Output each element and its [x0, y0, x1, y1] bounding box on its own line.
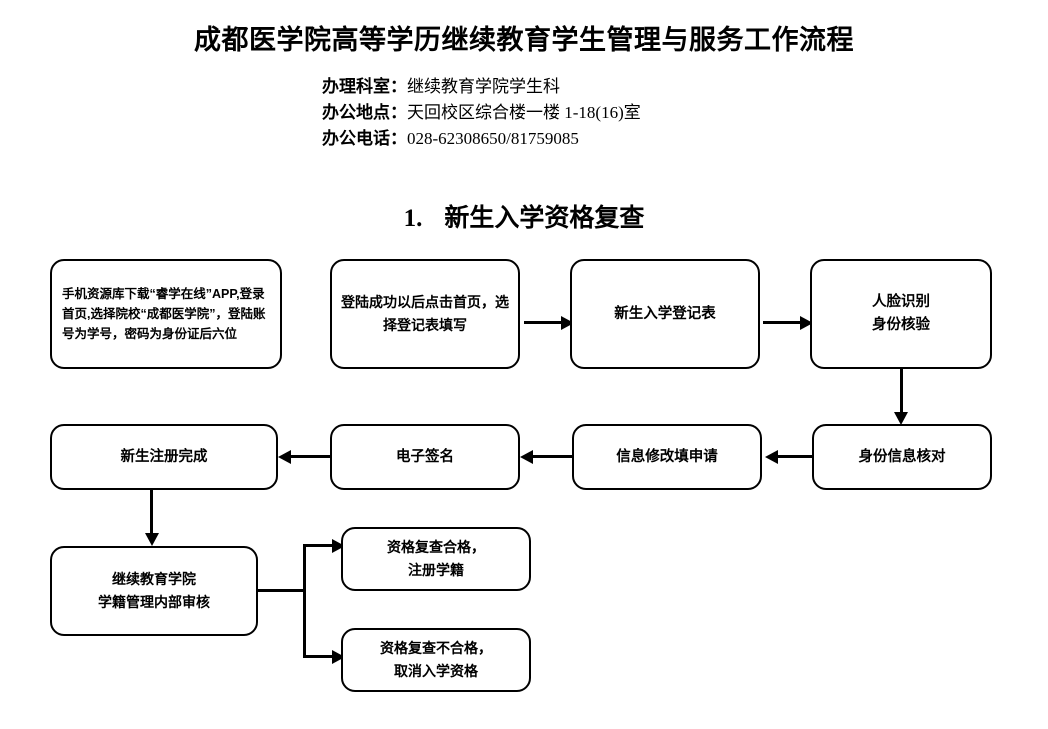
flow-node-electronic-signature[interactable]: 电子签名	[330, 424, 520, 490]
flow-node-review-failed[interactable]: 资格复查不合格， 取消入学资格	[341, 628, 531, 692]
flow-node-identity-check[interactable]: 身份信息核对	[812, 424, 992, 490]
flow-node-info-amend-request[interactable]: 信息修改填申请	[572, 424, 762, 490]
arrowhead-left	[520, 449, 533, 464]
office-info-block: 办理科室：继续教育学院学生科 办公地点：天回校区综合楼一楼 1-18(16)室 …	[322, 74, 641, 152]
connector-branch-fail	[303, 655, 335, 658]
flow-node-label: 人脸识别 身份核验	[872, 294, 930, 333]
connector-signature-to-complete	[285, 455, 330, 458]
flow-node-registration-form[interactable]: 新生入学登记表	[570, 259, 760, 369]
section-title: 新生入学资格复查	[444, 205, 645, 232]
flow-node-label: 新生注册完成	[120, 448, 208, 465]
info-value-phone: 028-62308650/81759085	[407, 129, 579, 148]
info-label-location: 办公地点：	[322, 103, 407, 122]
connector-verify-to-amend	[772, 455, 812, 458]
flow-node-label: 资格复查不合格， 取消入学资格	[380, 640, 492, 679]
info-row-department: 办理科室：继续教育学院学生科	[322, 74, 641, 100]
info-value-location: 天回校区综合楼一楼 1-18(16)室	[407, 103, 641, 122]
connector-complete-to-review	[150, 490, 153, 538]
page-title: 成都医学院高等学历继续教育学生管理与服务工作流程	[194, 25, 854, 55]
flow-node-label: 新生入学登记表	[614, 305, 716, 322]
flow-node-review-passed[interactable]: 资格复查合格， 注册学籍	[341, 527, 531, 591]
arrowhead-right	[800, 315, 813, 330]
info-row-location: 办公地点：天回校区综合楼一楼 1-18(16)室	[322, 100, 641, 126]
flow-node-label: 身份信息核对	[858, 448, 946, 465]
arrowhead-left	[765, 449, 778, 464]
section-number: 1.	[403, 205, 423, 232]
connector-amend-to-signature	[527, 455, 572, 458]
flow-node-label: 电子签名	[396, 448, 454, 465]
flow-node-label: 登陆成功以后点击首页，选择登记表填写	[341, 294, 509, 333]
section-heading: 1. 新生入学资格复查	[0, 198, 1048, 234]
connector-login-to-form	[524, 321, 564, 324]
flow-node-label: 资格复查合格， 注册学籍	[387, 539, 485, 578]
connector-face-id-to-verify	[899, 369, 903, 417]
flow-node-login-select-form[interactable]: 登陆成功以后点击首页，选择登记表填写	[330, 259, 520, 369]
connector-branch-splitter	[303, 545, 306, 658]
flow-node-registration-complete[interactable]: 新生注册完成	[50, 424, 278, 490]
flow-node-face-recognition[interactable]: 人脸识别 身份核验	[810, 259, 992, 369]
flow-node-label: 继续教育学院 学籍管理内部审核	[98, 571, 210, 610]
arrowhead-down	[894, 412, 908, 425]
connector-branch-pass	[303, 544, 335, 547]
arrowhead-left	[278, 449, 291, 464]
flow-node-internal-review[interactable]: 继续教育学院 学籍管理内部审核	[50, 546, 258, 636]
info-label-phone: 办公电话：	[322, 129, 407, 148]
arrowhead-down	[144, 533, 159, 546]
info-value-department: 继续教育学院学生科	[407, 77, 560, 96]
connector-review-stem	[258, 589, 306, 592]
info-label-department: 办理科室：	[322, 77, 407, 96]
info-row-phone: 办公电话：028-62308650/81759085	[322, 126, 641, 152]
connector-form-to-face-id	[763, 321, 803, 324]
flow-node-label: 信息修改填申请	[616, 448, 718, 465]
flow-node-label: 手机资源库下载“睿学在线”APP,登录首页,选择院校“成都医学院”，登陆账号为学…	[62, 287, 266, 341]
flow-node-app-download[interactable]: 手机资源库下载“睿学在线”APP,登录首页,选择院校“成都医学院”，登陆账号为学…	[50, 259, 282, 369]
